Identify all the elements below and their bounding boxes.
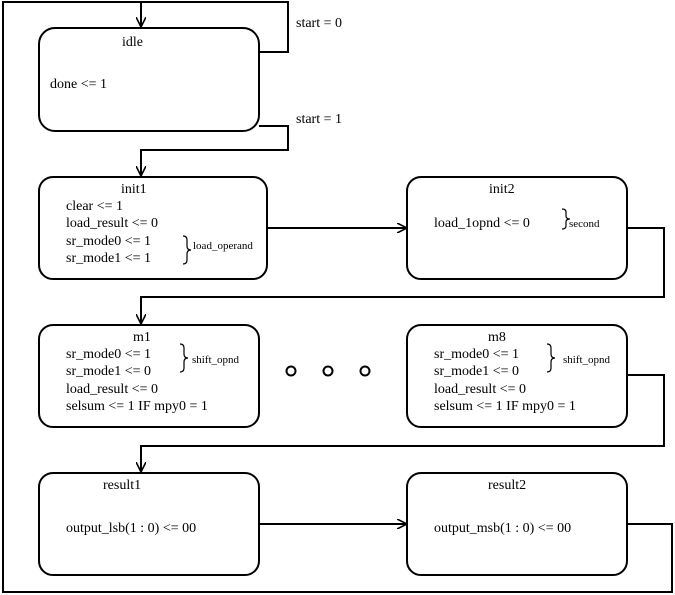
state-m1-name: m1	[133, 330, 151, 345]
state-m8-line: load_result <= 0	[434, 382, 526, 397]
brace-m1	[179, 343, 189, 373]
state-m1-line: load_result <= 0	[66, 382, 158, 397]
state-result1-name: result1	[103, 478, 141, 493]
state-m1-line: sr_mode0 <= 1	[66, 347, 151, 362]
transition-init2-to-m1	[141, 227, 665, 324]
state-init2-name: init2	[489, 182, 515, 197]
state-m1-line: selsum <= 1 IF mpy0 = 1	[66, 399, 208, 414]
state-init1-line: load_result <= 0	[66, 216, 158, 231]
transition-m8-to-result1	[141, 374, 665, 472]
state-result2-line: output_msb(1 : 0) <= 00	[434, 521, 571, 536]
state-init2-box	[406, 176, 628, 280]
state-m8-name: m8	[488, 330, 506, 345]
state-m1-box	[38, 324, 260, 428]
state-idle-box	[38, 27, 260, 132]
brace-init1	[182, 235, 192, 265]
state-result2-box	[406, 472, 628, 576]
transition-idle-to-init1	[141, 125, 289, 176]
state-result2-name: result2	[488, 478, 526, 493]
state-m8-box	[406, 324, 628, 428]
state-init1-box	[38, 176, 268, 280]
state-idle-line: done <= 1	[50, 77, 107, 92]
ellipsis-dot	[322, 365, 334, 377]
transition-label-start-1: start = 1	[296, 112, 342, 127]
state-result1-box	[38, 472, 260, 576]
state-init1-name: init1	[121, 182, 147, 197]
brace-label-load-operand: load_operand	[193, 240, 253, 252]
brace-m8	[546, 343, 556, 373]
state-result1-line: output_lsb(1 : 0) <= 00	[66, 521, 196, 536]
state-m8-line: sr_mode0 <= 1	[434, 347, 519, 362]
brace-init2	[561, 208, 571, 230]
state-init1-line: clear <= 1	[66, 199, 123, 214]
state-init1-line: sr_mode0 <= 1	[66, 234, 151, 249]
brace-label-shift-opnd: shift_opnd	[192, 354, 240, 366]
ellipsis-dot	[285, 365, 297, 377]
brace-label-second: second	[569, 218, 600, 230]
state-init1-line: sr_mode1 <= 1	[66, 251, 151, 266]
state-m1-line: sr_mode1 <= 0	[66, 364, 151, 379]
state-init2-line: load_1opnd <= 0	[434, 216, 530, 231]
ellipsis-dot	[359, 365, 371, 377]
state-m8-line: sr_mode1 <= 0	[434, 364, 519, 379]
brace-label-shift-opnd: shift_opnd	[563, 354, 611, 366]
state-m8-line: selsum <= 1 IF mpy0 = 1	[434, 399, 576, 414]
transition-idle-self-loop	[141, 1, 289, 53]
state-idle-name: idle	[122, 35, 143, 50]
transition-label-start-0: start = 0	[296, 16, 342, 31]
